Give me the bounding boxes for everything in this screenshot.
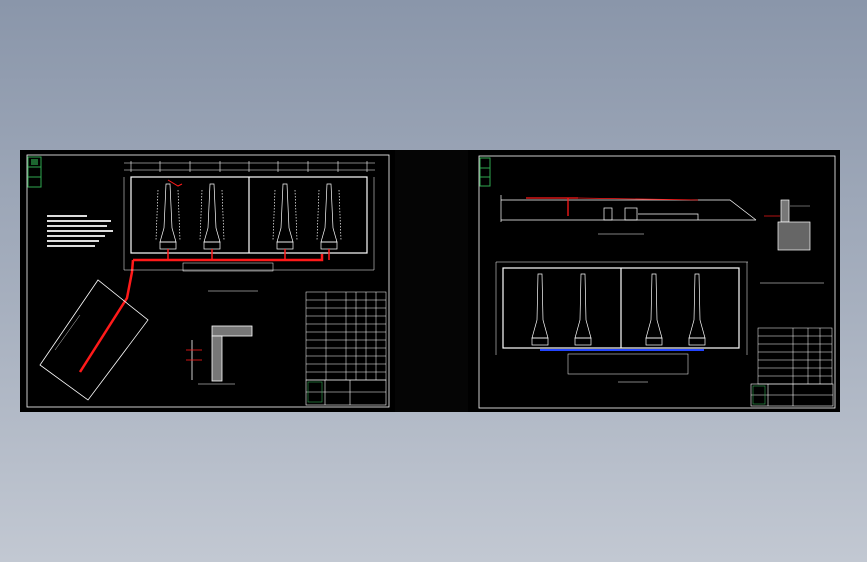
sheet-border	[26, 154, 390, 408]
gas-pipe-icon	[526, 197, 699, 216]
wall-section-detail	[764, 199, 811, 251]
furnace-icon	[531, 273, 706, 346]
drawing-title-underlines	[198, 290, 258, 385]
green-title-stamp-icon	[27, 156, 42, 188]
material-table	[757, 327, 833, 385]
drawing-sheet-left[interactable]	[20, 150, 395, 412]
right-sheet-canvas	[478, 155, 836, 409]
sheet-border	[478, 155, 836, 409]
notes-block	[47, 215, 113, 247]
building-plan	[495, 261, 748, 355]
furnace-icon	[155, 183, 342, 250]
lower-dimension-lines	[124, 262, 374, 272]
green-title-stamp-icon	[479, 157, 491, 187]
wall-section-detail	[186, 325, 253, 382]
building-plan	[123, 161, 375, 270]
left-sheet-canvas	[26, 154, 390, 408]
site-plan-rotated	[39, 279, 149, 401]
material-table	[305, 291, 387, 381]
gas-pipe-icon	[78, 179, 330, 373]
sheet-gap	[395, 150, 468, 412]
elevation-section	[500, 195, 757, 222]
lower-dimension-lines	[567, 353, 689, 383]
title-block	[305, 379, 387, 406]
drawing-sheet-right[interactable]	[468, 150, 840, 412]
title-block	[750, 383, 834, 407]
drawing-title-underlines	[598, 233, 824, 284]
